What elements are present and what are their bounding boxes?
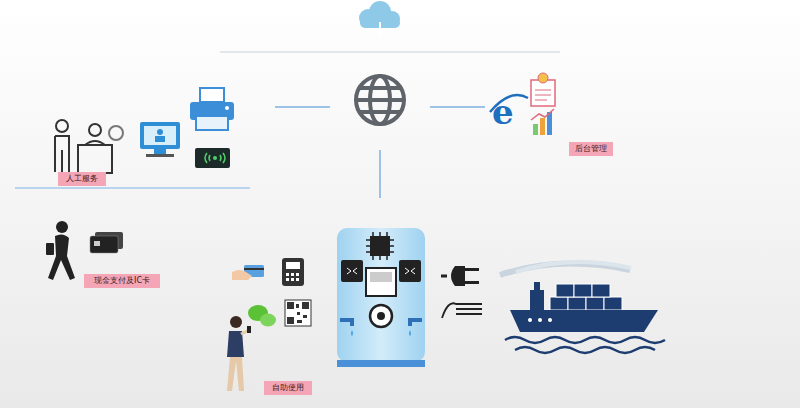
cloud-icon (359, 1, 400, 34)
ship-illustration (500, 262, 665, 353)
pink-label-tag: 自助使用 (264, 381, 312, 395)
charging-pile (337, 228, 425, 367)
printer-icon (190, 88, 234, 130)
standing-person (227, 316, 251, 391)
qr-code-icon (285, 300, 311, 326)
network-lines (15, 107, 485, 198)
document-icon (531, 73, 555, 106)
pink-label-tag: 人工服务 (58, 172, 106, 186)
globe-icon (356, 76, 404, 124)
tag-text: 人工服务 (66, 174, 98, 184)
card-reader-icon (195, 148, 230, 168)
computer-icon (140, 122, 180, 157)
card-icon (90, 232, 123, 253)
tag-text: 后台管理 (575, 144, 607, 154)
top-rule (220, 52, 560, 53)
tag-text: 现金支付及IC卡 (94, 276, 150, 286)
pos-terminal-icon (282, 258, 304, 286)
pink-label-tag: 现金支付及IC卡 (84, 274, 160, 288)
pink-label-tag: 后台管理 (569, 142, 613, 156)
browser-icon: e (490, 92, 528, 132)
walking-person (46, 221, 75, 280)
wechat-icon (248, 305, 276, 327)
power-plug-icon (441, 266, 479, 286)
service-counter (55, 120, 123, 173)
tag-text: 自助使用 (272, 383, 304, 393)
chart-icon (531, 109, 554, 135)
hand-card-icon (232, 265, 264, 280)
water-hose-icon (442, 303, 482, 318)
svg-text:e: e (492, 92, 514, 132)
